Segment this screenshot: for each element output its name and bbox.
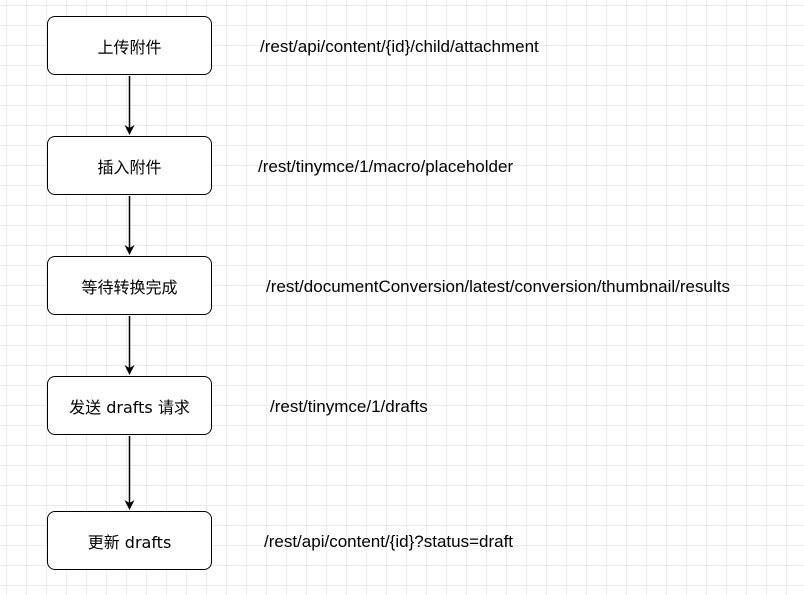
step-insert-attachment[interactable]: 插入附件 [47, 136, 212, 195]
step-update-drafts[interactable]: 更新 drafts [47, 511, 212, 570]
endpoint-upload-attachment: /rest/api/content/{id}/child/attachment [260, 37, 539, 56]
endpoint-send-drafts: /rest/tinymce/1/drafts [270, 397, 428, 416]
endpoint-insert-attachment: /rest/tinymce/1/macro/placeholder [258, 157, 514, 176]
step-label: 发送 drafts 请求 [69, 397, 190, 417]
endpoint-update-drafts: /rest/api/content/{id}?status=draft [264, 532, 514, 551]
step-upload-attachment[interactable]: 上传附件 [47, 16, 212, 75]
endpoint-wait-conversion: /rest/documentConversion/latest/conversi… [266, 277, 730, 296]
step-label: 更新 drafts [87, 532, 172, 552]
step-label: 等待转换完成 [81, 277, 178, 297]
step-label: 插入附件 [97, 157, 162, 177]
step-wait-conversion[interactable]: 等待转换完成 [47, 256, 212, 315]
step-label: 上传附件 [97, 37, 162, 57]
step-send-drafts[interactable]: 发送 drafts 请求 [47, 376, 212, 435]
